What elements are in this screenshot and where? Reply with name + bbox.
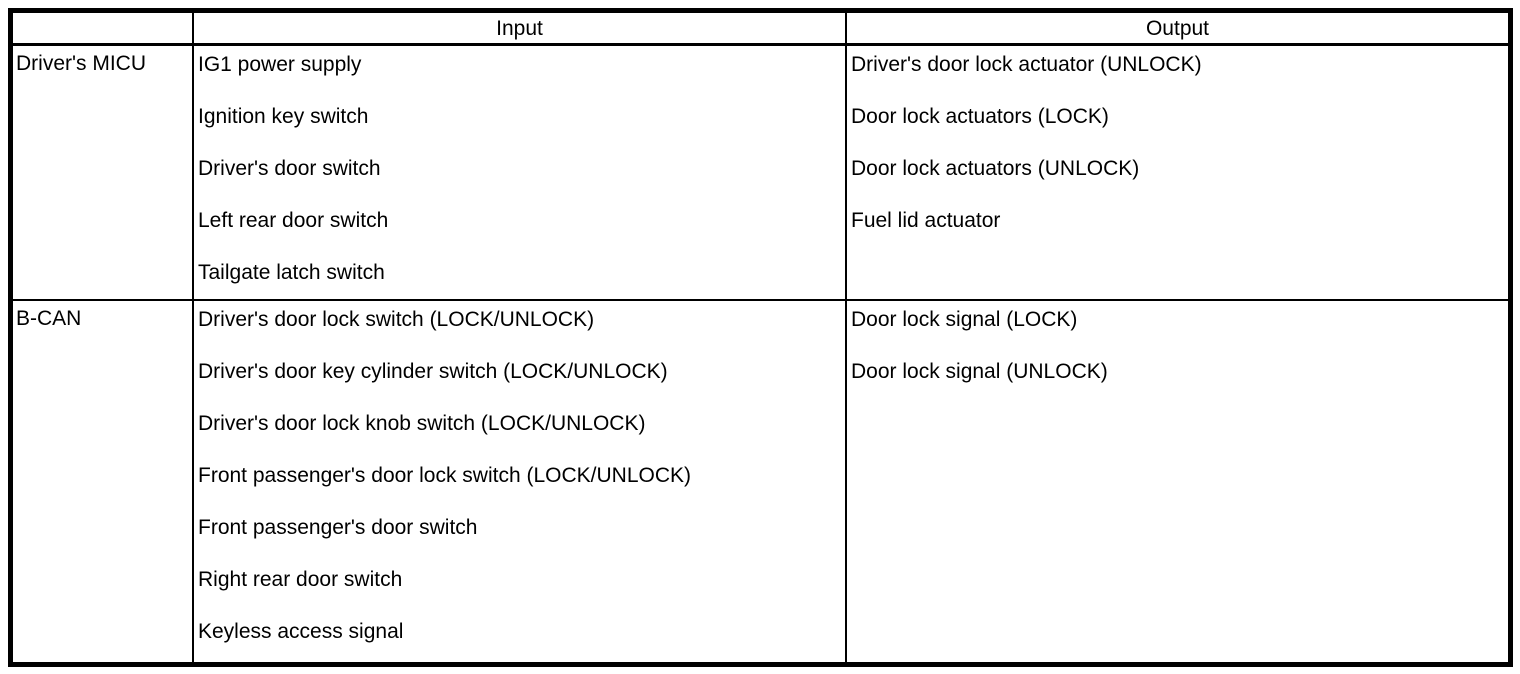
row-label-b-can: B-CAN xyxy=(13,301,194,662)
cell-item: Driver's door key cylinder switch (LOCK/… xyxy=(198,360,668,383)
cell-item: Left rear door switch xyxy=(198,209,389,232)
cell-item: Keyless access signal xyxy=(198,620,404,643)
cell-item: Door lock signal (LOCK) xyxy=(851,308,1078,331)
row-label-drivers-micu: Driver's MICU xyxy=(13,46,194,301)
cell-item: IG1 power supply xyxy=(198,53,362,76)
header-corner-cell xyxy=(13,13,194,46)
cell-item: Front passenger's door lock switch (LOCK… xyxy=(198,464,692,487)
cell-item: Door lock actuators (LOCK) xyxy=(851,105,1109,128)
input-output-table: Input Output Driver's MICU IG1 power sup… xyxy=(8,8,1513,667)
cell-item: Tailgate latch switch xyxy=(198,261,385,284)
header-input-cell: Input xyxy=(194,13,847,46)
cell-item: Door lock signal (UNLOCK) xyxy=(851,360,1108,383)
cell-item: Ignition key switch xyxy=(198,105,369,128)
cell-item: Fuel lid actuator xyxy=(851,209,1001,232)
cell-item: Door lock actuators (UNLOCK) xyxy=(851,157,1140,180)
cell-item: Driver's door switch xyxy=(198,157,381,180)
header-output-cell: Output xyxy=(847,13,1508,46)
cell-item: Right rear door switch xyxy=(198,568,403,591)
cell-item: Driver's door lock actuator (UNLOCK) xyxy=(851,53,1202,76)
row-b-can-outputs: Door lock signal (LOCK) Door lock signal … xyxy=(847,301,1508,662)
row-drivers-micu-outputs: Driver's door lock actuator (UNLOCK) Door… xyxy=(847,46,1508,301)
cell-item: Driver's door lock knob switch (LOCK/UNL… xyxy=(198,412,646,435)
cell-item: Front passenger's door switch xyxy=(198,516,478,539)
cell-item: Driver's door lock switch (LOCK/UNLOCK) xyxy=(198,308,595,331)
row-b-can-inputs: Driver's door lock switch (LOCK/UNLOCK) D… xyxy=(194,301,847,662)
